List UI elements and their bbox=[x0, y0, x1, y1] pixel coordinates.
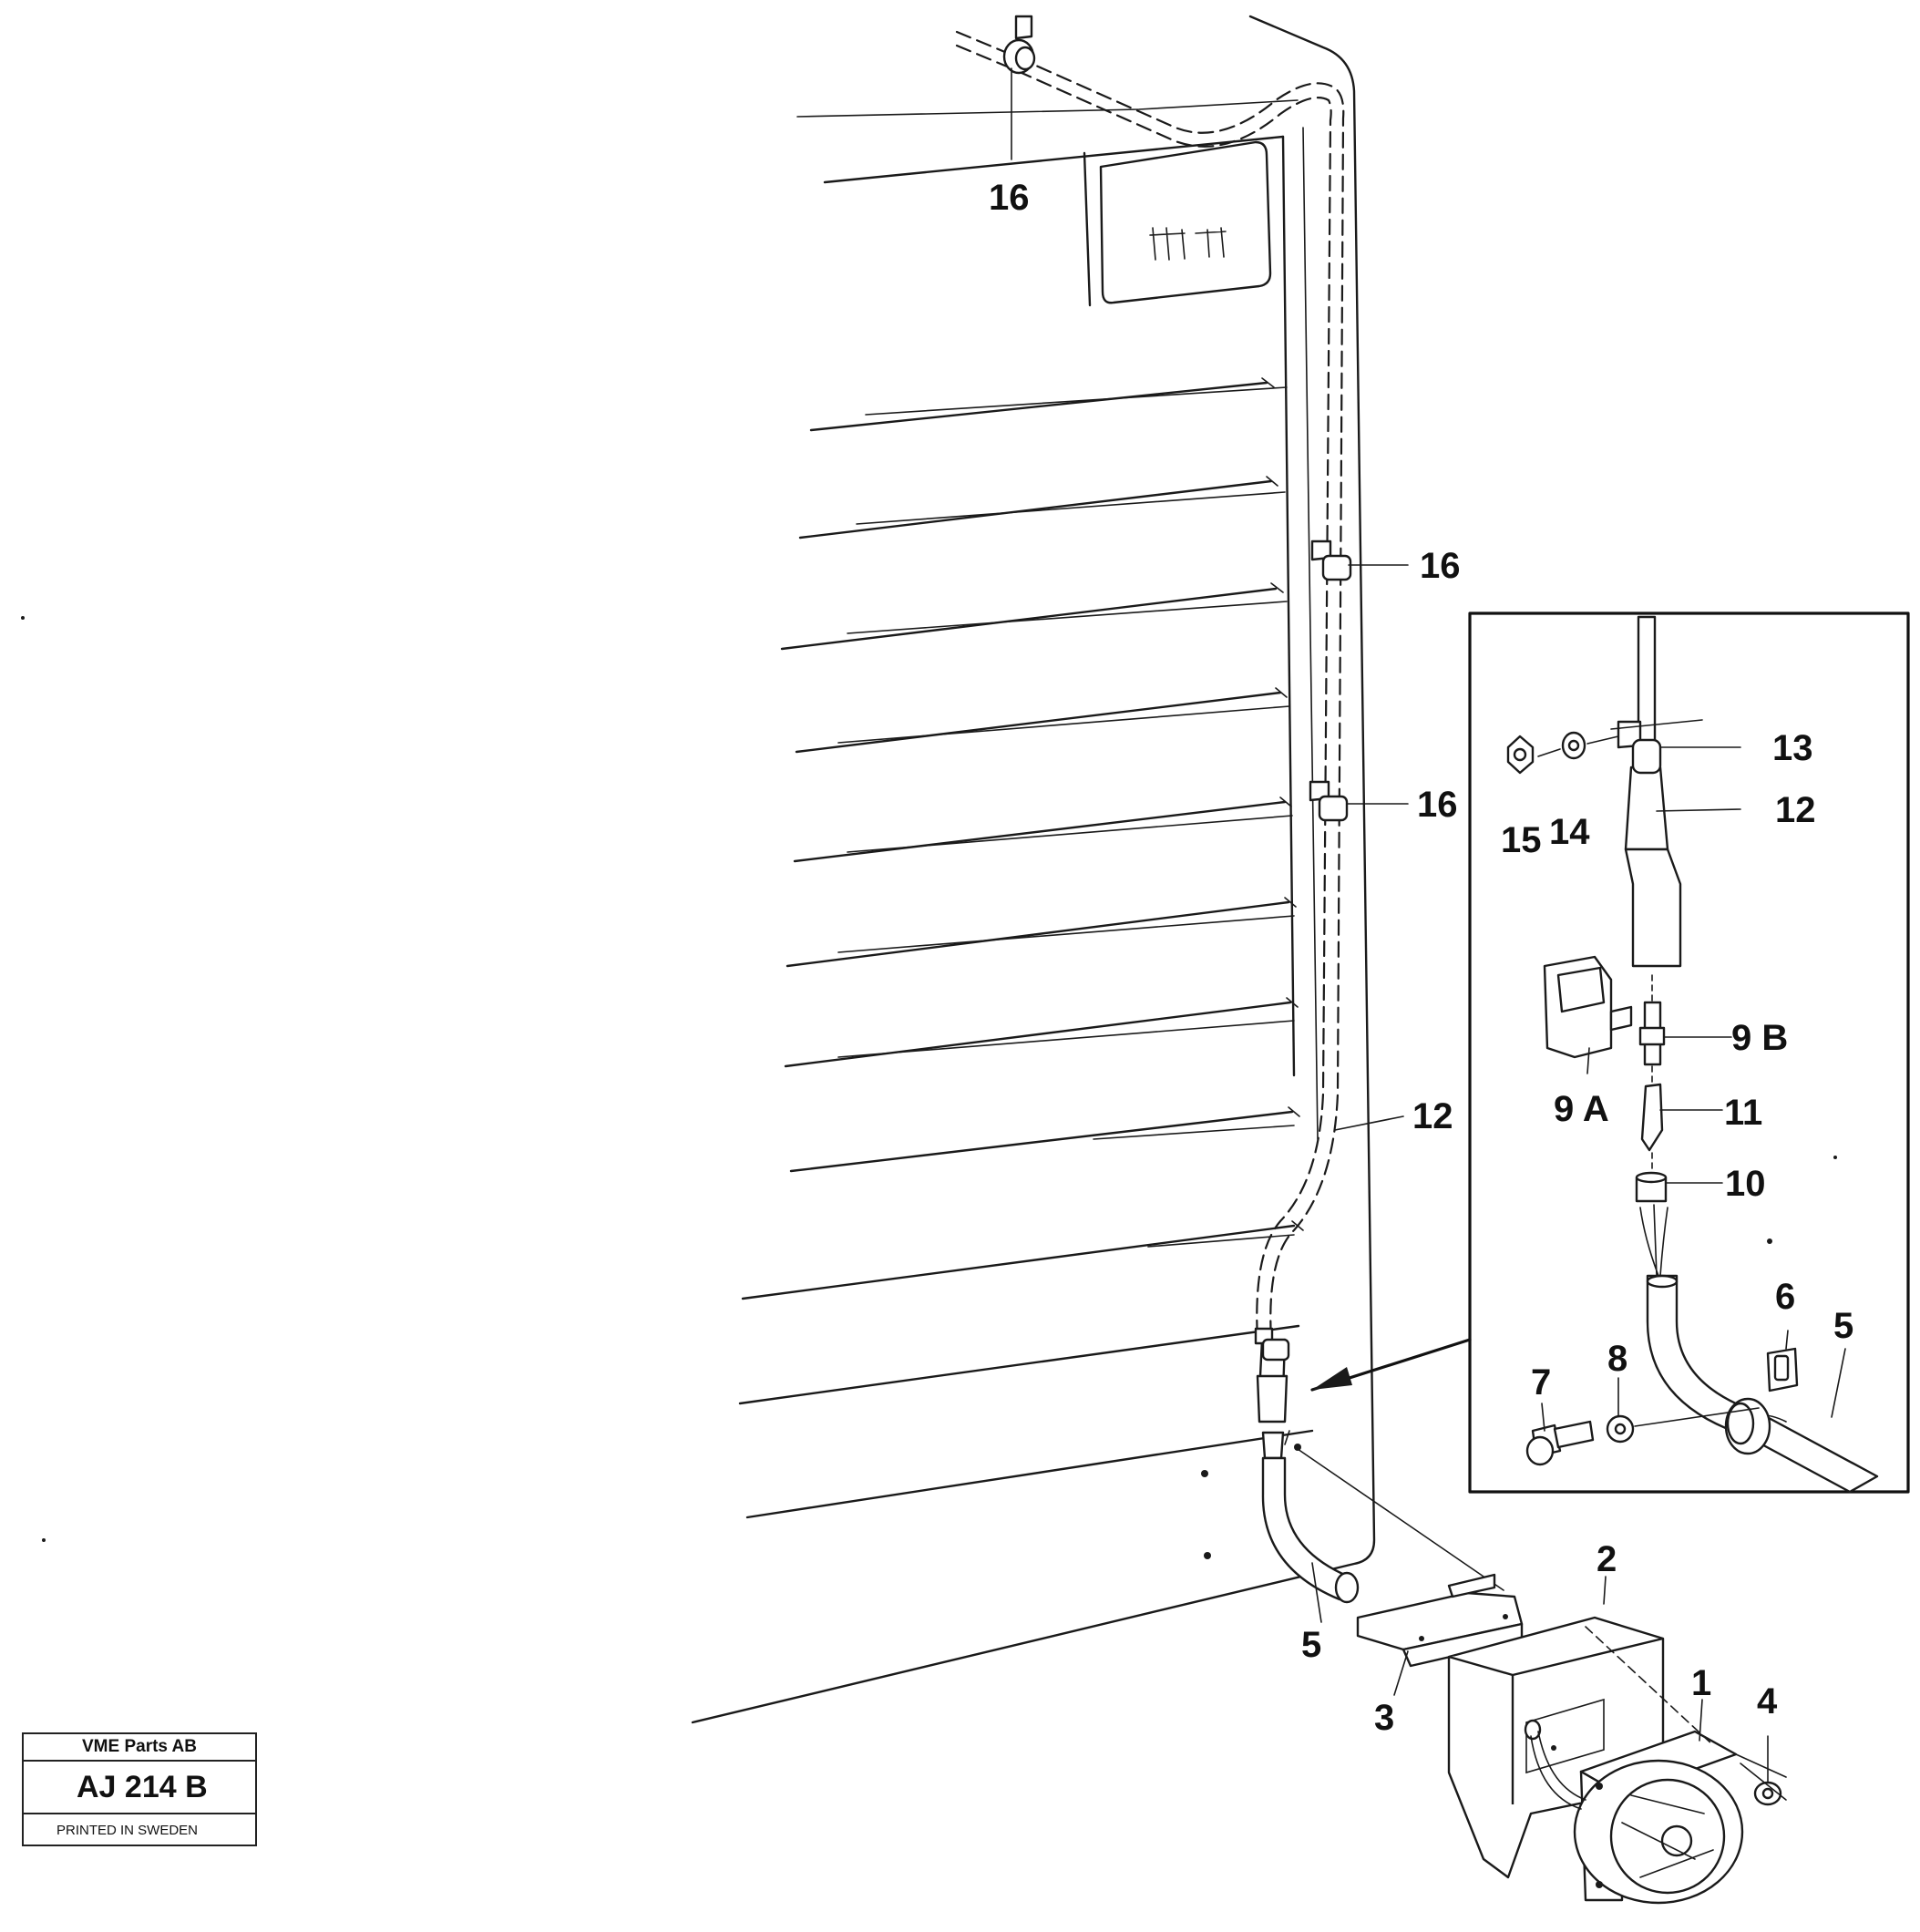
nut-part-4 bbox=[1735, 1753, 1787, 1806]
clamp-mid-1 bbox=[1310, 540, 1352, 581]
callout-16-top: 16 bbox=[989, 178, 1030, 218]
callout-14: 14 bbox=[1549, 812, 1590, 852]
title-stamp: VME Parts AB AJ 214 B PRINTED IN SWEDEN bbox=[22, 1732, 257, 1846]
callout-7: 7 bbox=[1531, 1362, 1551, 1403]
callout-15: 15 bbox=[1501, 820, 1542, 860]
clamp-mid-2 bbox=[1309, 780, 1349, 822]
leader-lines bbox=[1011, 67, 1846, 1783]
callout-9b: 9 B bbox=[1731, 1018, 1788, 1058]
cable-harness bbox=[955, 30, 1504, 1604]
callout-12-main: 12 bbox=[1412, 1096, 1453, 1136]
cable-clamps bbox=[1002, 15, 1352, 1362]
callout-5-detail: 5 bbox=[1833, 1306, 1853, 1346]
detail-view bbox=[1310, 611, 1910, 1494]
cab-panel bbox=[21, 15, 1376, 1724]
callout-9a: 9 A bbox=[1554, 1089, 1609, 1129]
callout-5-main: 5 bbox=[1301, 1625, 1321, 1665]
buzzer-part-1 bbox=[1530, 1730, 1744, 1905]
cover-part-2 bbox=[1447, 1616, 1665, 1879]
callout-16-mid-1: 16 bbox=[1420, 546, 1461, 586]
callout-16-mid-2: 16 bbox=[1417, 785, 1458, 825]
callout-6: 6 bbox=[1775, 1277, 1795, 1317]
callout-11: 11 bbox=[1724, 1093, 1762, 1133]
callout-12-detail: 12 bbox=[1775, 790, 1816, 830]
assembly-lines bbox=[1585, 1626, 1787, 1801]
callout-13: 13 bbox=[1772, 728, 1813, 768]
stamp-code: AJ 214 B bbox=[24, 1762, 255, 1814]
callout-1: 1 bbox=[1691, 1663, 1711, 1703]
callout-3: 3 bbox=[1374, 1698, 1394, 1738]
callout-10: 10 bbox=[1725, 1164, 1766, 1204]
callout-2: 2 bbox=[1597, 1539, 1617, 1579]
stamp-company: VME Parts AB bbox=[24, 1734, 255, 1762]
callouts: 16 16 16 12 5 3 2 1 4 13 12 15 14 9 B 9 … bbox=[989, 178, 1853, 1738]
callout-4: 4 bbox=[1757, 1681, 1778, 1721]
clamp-top bbox=[1002, 15, 1036, 75]
stamp-printed: PRINTED IN SWEDEN bbox=[56, 1823, 199, 1838]
callout-8: 8 bbox=[1607, 1339, 1627, 1379]
clamp-low bbox=[1254, 1327, 1290, 1362]
